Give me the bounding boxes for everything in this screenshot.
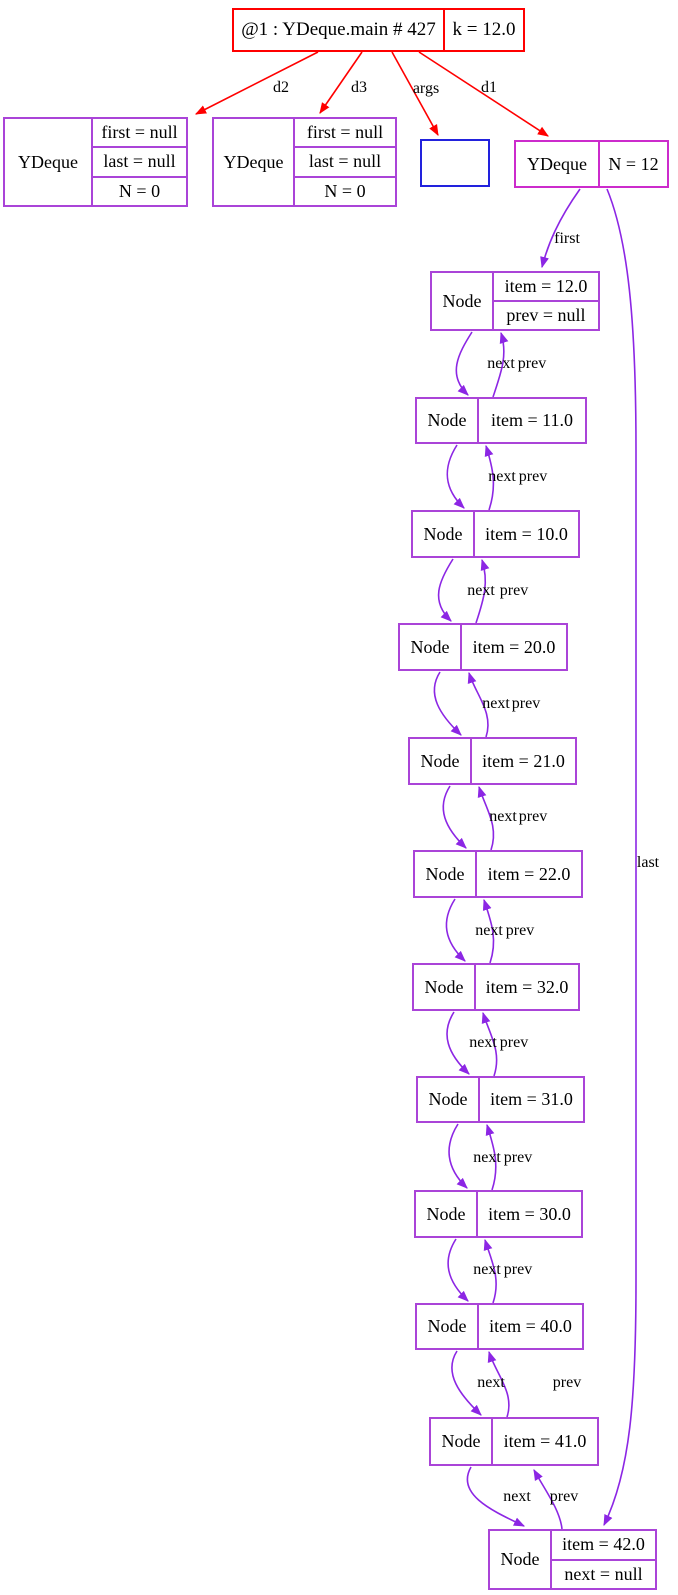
edge-label-d1: d1 [481,79,497,96]
edge-label-prev: prev [503,1149,533,1166]
class-label: YDeque [223,151,284,172]
field-first: first = null [101,122,178,143]
node-class-label: Node [428,1089,468,1109]
node-box: Node item = 42.0 next = null [488,1529,657,1590]
edge-label-next: next [469,1034,497,1051]
args-array-box [420,139,490,187]
edge-next-arrow [447,1238,469,1302]
edge-label-args: args [412,80,440,97]
edge-label-prev: prev [499,582,529,599]
class-label: YDeque [527,153,587,174]
edge-next-arrow [446,1011,470,1075]
node-field-item: item = 42.0 [562,1534,645,1555]
node-box: Node item = 30.0 [414,1190,583,1238]
node-class-label: Node [424,976,464,997]
edge-label-d2: d2 [273,79,289,96]
node-field-item: item = 12.0 [504,276,588,296]
node-field-next: next = null [552,1558,655,1589]
node-class-label: Node [410,636,450,657]
node-class-label: Node [500,1549,540,1569]
node-class-label: Node [425,863,465,884]
node-field-item: item = 21.0 [482,750,565,771]
frame-title: @1 : YDeque.main # 427 [241,19,436,40]
node-box: Node item = 32.0 [412,963,580,1011]
node-box: Node item = 11.0 [415,397,587,444]
node-field-item: item = 20.0 [472,636,556,657]
edge-label-prev: prev [511,695,541,712]
node-box: Node item = 10.0 [411,510,580,558]
node-box: Node item = 22.0 [413,850,583,898]
node-field-item: item = 31.0 [490,1089,573,1109]
field-n: N = 0 [295,175,395,205]
class-label: YDeque [18,151,78,172]
node-field-item: item = 22.0 [487,863,571,884]
node-box: Node item = 41.0 [429,1417,599,1466]
edge-last-arrow [603,188,637,1527]
edge-next-arrow [437,558,454,622]
edge-next-arrow [445,898,466,962]
edge-label-next: next [467,582,495,599]
edge-label-prev: prev [499,1034,529,1051]
node-field-item: item = 11.0 [491,410,573,430]
ydeque-box-d1: YDeque N = 12 [514,140,669,188]
node-field-item: item = 32.0 [485,976,569,997]
node-field-item: item = 10.0 [485,523,568,544]
field-last: last = null [93,146,186,175]
node-class-label: Node [426,1203,466,1224]
node-class-label: Node [427,410,467,430]
node-box: Node item = 21.0 [408,737,577,785]
ydeque-box-d2: YDeque first = null last = null N = 0 [3,117,188,207]
edge-label-prev: prev [518,468,548,485]
node-class-label: Node [442,290,482,311]
edge-next-arrow [446,444,465,509]
edge-next-arrow [448,1123,468,1189]
ydeque-box-d3: YDeque first = null last = null N = 0 [212,117,397,207]
edge-label-prev: prev [517,355,547,372]
node-field-item: item = 40.0 [489,1316,572,1336]
field-first: first = null [306,122,384,143]
edge-label-next: next [482,695,510,712]
edge-next-arrow [455,331,473,396]
edge-label-next: next [475,922,503,939]
edge-label-next: next [503,1488,531,1505]
node-class-label: Node [427,1316,467,1336]
node-class-label: Node [420,750,460,771]
frame-field-k: k = 12.0 [452,19,516,40]
edge-label-d3: d3 [351,79,367,96]
node-field-item: item = 30.0 [488,1203,571,1224]
edge-label-next: next [473,1149,501,1166]
node-box: Node item = 12.0 prev = null [430,271,600,331]
field-last: last = null [295,146,395,175]
node-field-item: item = 41.0 [503,1431,587,1451]
edge-next-arrow [442,785,467,849]
edge-label-next: next [488,468,516,485]
edge-label-prev: prev [552,1374,582,1391]
field-n: N = 0 [93,175,186,205]
node-box: Node item = 40.0 [415,1303,584,1350]
node-box: Node item = 31.0 [416,1076,585,1123]
stack-frame-box: @1 : YDeque.main # 427 k = 12.0 [232,8,525,52]
field-n: N = 12 [608,153,659,174]
edge-label-first: first [554,230,580,247]
edge-label-next: next [477,1374,505,1391]
node-class-label: Node [423,523,463,544]
node-box: Node item = 20.0 [398,623,568,671]
edge-label-next: next [487,355,515,372]
edge-first-arrow [540,188,581,269]
edge-next-arrow [433,671,462,736]
edge-label-prev: prev [549,1488,579,1505]
edge-label-prev: prev [518,808,548,825]
edge-label-prev: prev [505,922,535,939]
node-field-prev: prev = null [494,300,598,329]
edge-label-next: next [473,1261,501,1278]
edge-label-next: next [489,808,517,825]
node-class-label: Node [441,1431,481,1451]
edge-d2-arrow [195,51,319,115]
edge-label-prev: prev [503,1261,533,1278]
edge-label-last: last [636,854,660,871]
